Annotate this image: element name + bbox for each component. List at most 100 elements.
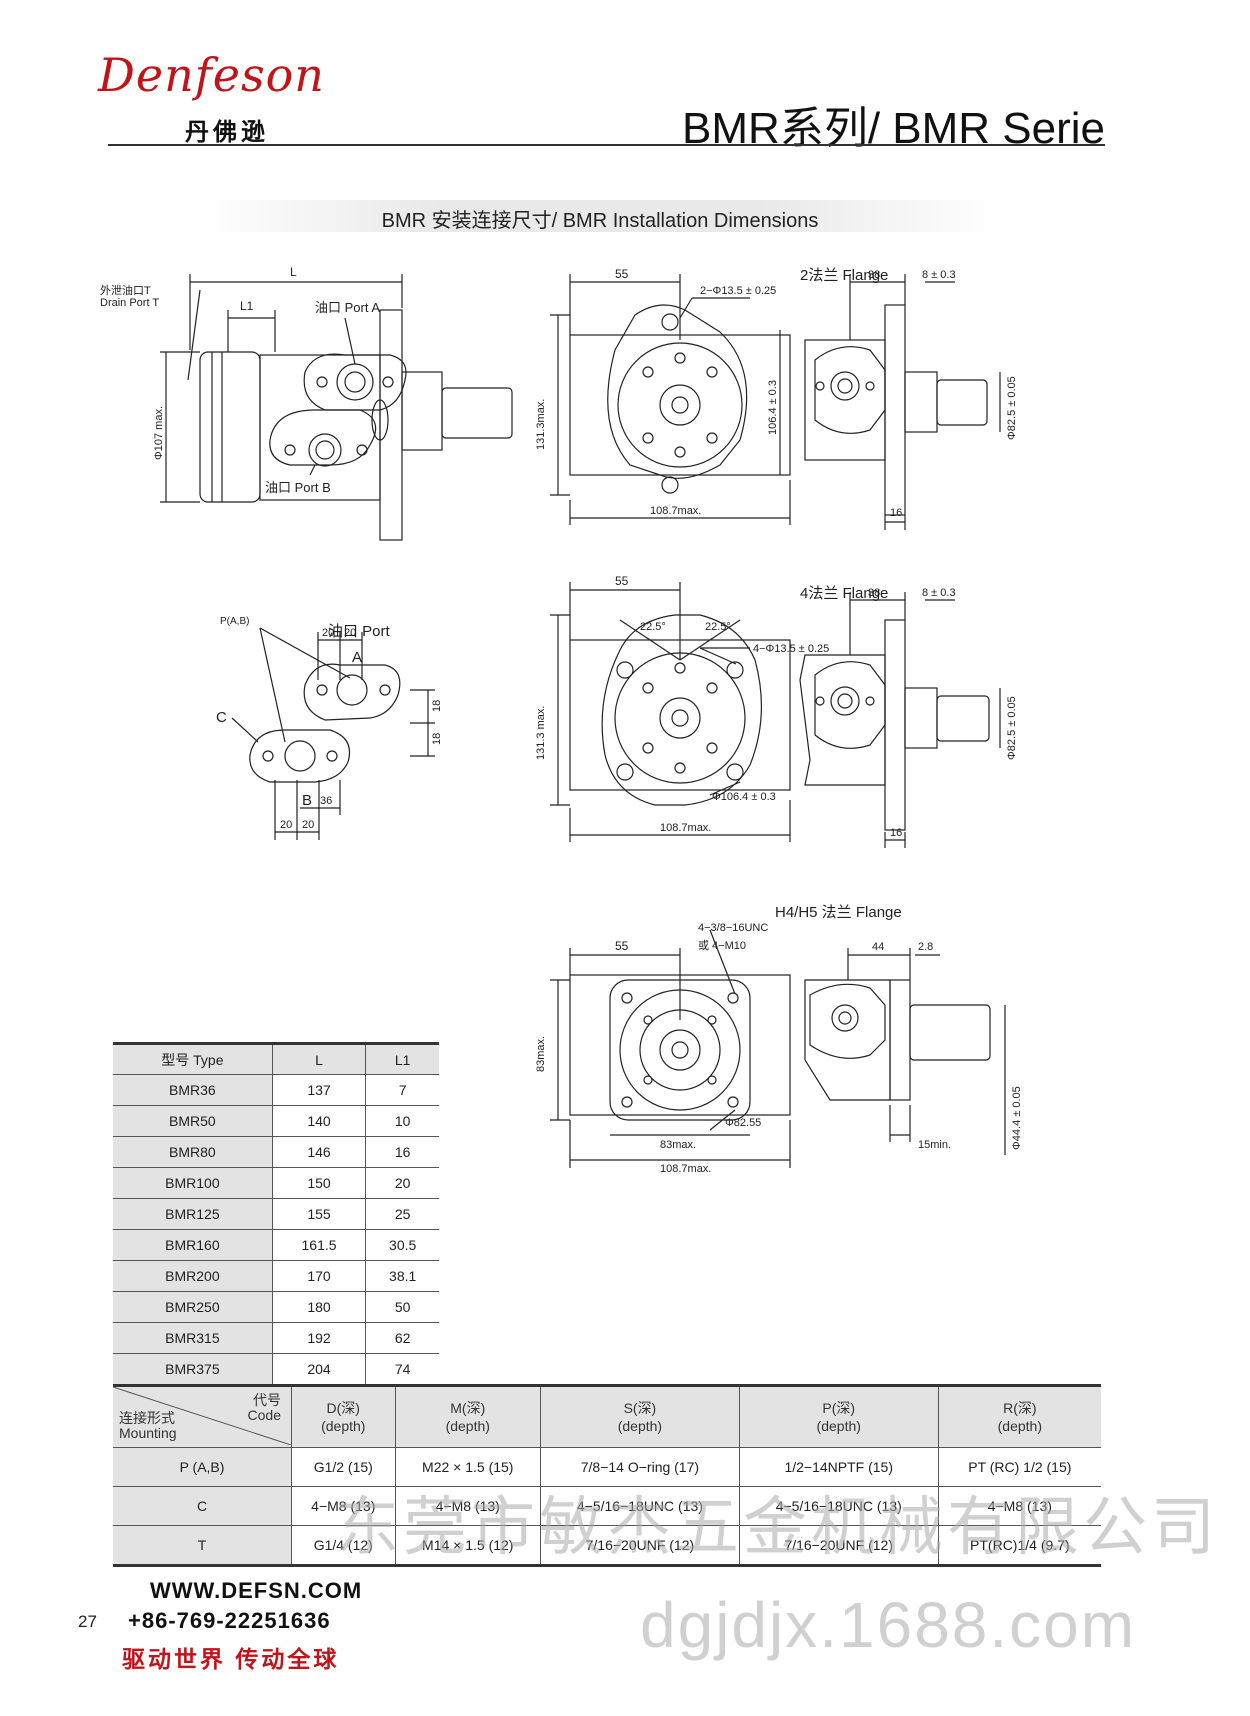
motor-side-view xyxy=(160,274,513,541)
drain-port-cn: 外泄油口T xyxy=(100,283,151,297)
flange4-angle-2: 22.5° xyxy=(705,621,731,633)
type-cell: BMR250 xyxy=(113,1291,273,1323)
l-cell: 180 xyxy=(272,1291,367,1323)
code-p-cell: 4−5/16−18UNC (13) xyxy=(739,1486,939,1526)
l1-cell: 74 xyxy=(365,1353,439,1386)
l-cell: 170 xyxy=(272,1260,367,1292)
port-dim-20a: 20 xyxy=(322,627,334,639)
flangeh-thread-2: 或 4−M10 xyxy=(698,939,746,952)
port-b-label: 油口 Port B xyxy=(265,480,331,495)
mounting-cell: P (A,B) xyxy=(113,1447,292,1487)
l1-cell: 30.5 xyxy=(365,1229,439,1261)
col-p-en: (depth) xyxy=(816,1418,861,1434)
l-cell: 161.5 xyxy=(272,1229,367,1261)
brand-logo-chinese: 丹佛逊 xyxy=(185,119,269,146)
flange2-holes: 2−Φ13.5 ± 0.25 xyxy=(700,285,776,297)
port-detail-b: B xyxy=(302,792,312,809)
flangeh-thread-1: 4−3/8−16UNC xyxy=(698,922,768,934)
type-cell: BMR160 xyxy=(113,1229,273,1261)
l1-cell: 38.1 xyxy=(365,1260,439,1292)
port-dim-20c: 20 xyxy=(280,819,292,831)
flange4-angle-1: 22.5° xyxy=(640,621,666,633)
col-r: R(深) (depth) xyxy=(938,1385,1101,1448)
flange2-dia: 106.4 ± 0.3 xyxy=(767,380,779,435)
l-cell: 155 xyxy=(272,1198,367,1230)
type-cell: BMR36 xyxy=(113,1074,273,1106)
section-banner xyxy=(200,200,1000,232)
flange2-dim-8: 8 ± 0.3 xyxy=(922,269,956,281)
l-cell: 204 xyxy=(272,1353,367,1386)
flangeh-width-1087: 108.7max. xyxy=(660,1163,711,1175)
website: WWW.DEFSN.COM xyxy=(150,1578,363,1603)
col-r-cn: R(深) xyxy=(1003,1400,1037,1416)
code-m-cell: M22 × 1.5 (15) xyxy=(395,1447,541,1487)
col-r-en: (depth) xyxy=(997,1418,1042,1434)
corner-mount-en: Mounting xyxy=(119,1425,177,1441)
col-s: S(深)(depth) xyxy=(540,1385,740,1448)
page-number: 27 xyxy=(78,1612,97,1631)
table-row: P (A,B) G1/2 (15) M22 × 1.5 (15) 7/8−14 … xyxy=(113,1447,1101,1487)
flange4-dim-38: 38 xyxy=(868,587,880,599)
flange-4-front-view xyxy=(550,582,791,842)
slogan: 驱动世界 传动全球 xyxy=(122,1646,340,1672)
port-detail-view xyxy=(231,627,435,840)
code-p-cell: 1/2−14NPTF (15) xyxy=(739,1447,939,1487)
l1-cell: 20 xyxy=(365,1167,439,1199)
type-cell: BMR375 xyxy=(113,1353,273,1386)
flange-h-front-view xyxy=(550,929,791,1168)
code-m-cell: 4−M8 (13) xyxy=(395,1486,541,1526)
l-cell: 150 xyxy=(272,1167,367,1199)
port-detail-c: C xyxy=(216,709,227,726)
col-L1: L1 xyxy=(365,1043,439,1075)
col-s-en: (depth) xyxy=(617,1418,663,1434)
col-L: L xyxy=(272,1043,367,1075)
port-detail-title: 油口 Port xyxy=(328,623,391,640)
section-title: BMR 安装连接尺寸/ BMR Installation Dimensions xyxy=(381,210,819,232)
diagonal-divider xyxy=(113,1387,291,1445)
type-cell: BMR125 xyxy=(113,1198,273,1230)
flange-2-front-view xyxy=(550,274,791,525)
mounting-cell: C xyxy=(113,1486,292,1526)
flangeh-dim-15: 15min. xyxy=(918,1139,951,1151)
col-m-en: (depth) xyxy=(445,1418,490,1434)
code-d-cell: G1/2 (15) xyxy=(291,1447,396,1487)
code-d-cell: G1/4 (12) xyxy=(291,1525,396,1566)
port-dim-20b: 20 xyxy=(344,627,356,639)
port-dim-36: 36 xyxy=(320,795,332,807)
code-r-cell: 4−M8 (13) xyxy=(938,1486,1101,1526)
col-m: M(深)(depth) xyxy=(395,1385,541,1448)
flange4-width: 108.7max. xyxy=(660,822,711,834)
l1-cell: 62 xyxy=(365,1322,439,1354)
flangeh-dim-28: 2.8 xyxy=(918,941,933,953)
code-p-cell: 7/16−20UNF (12) xyxy=(739,1525,939,1566)
l1-cell: 50 xyxy=(365,1291,439,1323)
table-row: C 4−M8 (13) 4−M8 (13) 4−5/16−18UNC (13) … xyxy=(113,1486,1101,1526)
flange4-dim-55: 55 xyxy=(615,574,629,588)
table-row: T G1/4 (12) M14 × 1.5 (12) 7/16−20UNF (1… xyxy=(113,1525,1101,1566)
corner-code-cn: 代号 xyxy=(253,1392,281,1408)
flangeh-dim-55: 55 xyxy=(615,939,629,953)
col-d: D(深)(depth) xyxy=(291,1385,396,1448)
flange4-dia: Φ106.4 ± 0.3 xyxy=(712,791,776,803)
flange4-dia-825: Φ82.5 ± 0.05 xyxy=(1006,696,1018,760)
flangeh-title: H4/H5 法兰 Flange xyxy=(775,904,902,921)
phone-number: +86-769-22251636 xyxy=(128,1608,331,1633)
flange-h-side-view xyxy=(804,948,1006,1155)
dim-L1: L1 xyxy=(240,299,254,313)
flange2-dia-825: Φ82.5 ± 0.05 xyxy=(1006,376,1018,440)
l1-cell: 16 xyxy=(365,1136,439,1168)
corner-code-en: Code xyxy=(247,1407,281,1423)
code-r-cell: PT(RC)1/4 (9.7) xyxy=(938,1525,1101,1566)
l-cell: 137 xyxy=(272,1074,367,1106)
flangeh-dia-8255: Φ82.55 xyxy=(725,1117,761,1129)
code-m-cell: M14 × 1.5 (12) xyxy=(395,1525,541,1566)
